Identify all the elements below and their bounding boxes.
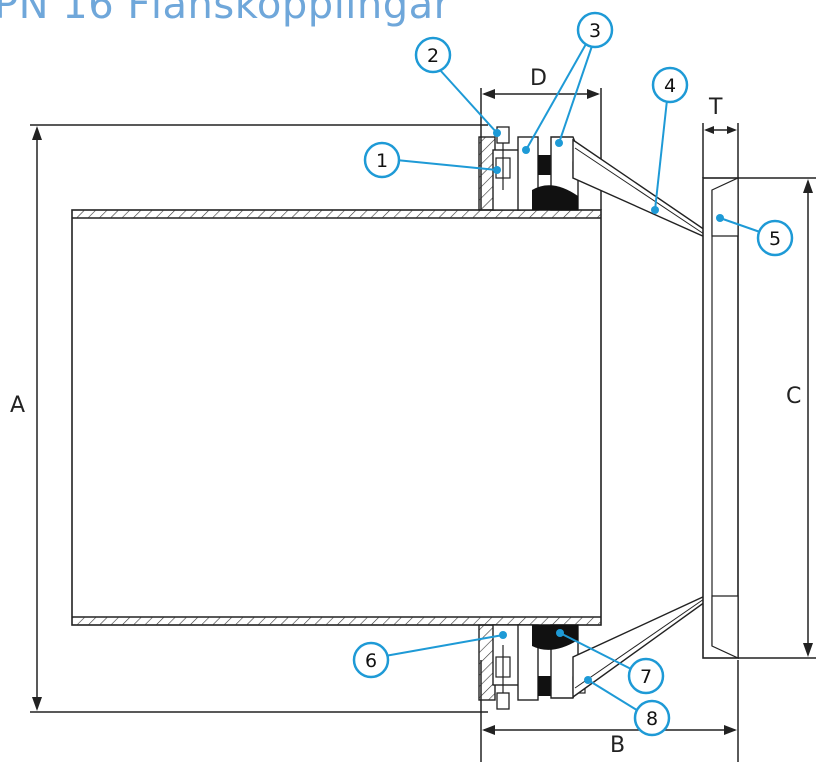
dimension-t-label: T xyxy=(708,95,723,120)
callout-5: 5 xyxy=(716,214,794,257)
callout-7: 7 xyxy=(556,629,665,695)
callout-3: 3 xyxy=(522,11,614,154)
end-flange xyxy=(702,177,739,659)
dimension-t: T xyxy=(702,95,739,178)
coupling-bottom xyxy=(478,594,706,710)
callout-3-label: 3 xyxy=(589,20,601,42)
pipe-wall-top xyxy=(72,210,601,218)
callout-4-label: 4 xyxy=(664,75,676,97)
callout-7-label: 7 xyxy=(640,666,652,688)
callout-1-label: 1 xyxy=(376,150,388,172)
callout-6-label: 6 xyxy=(365,650,377,672)
callout-8: 8 xyxy=(584,676,671,737)
dimension-d-label: D xyxy=(530,66,547,91)
dimension-c: C xyxy=(738,177,816,659)
dimension-c-label: C xyxy=(786,384,801,409)
callouts: 1 2 3 4 5 xyxy=(352,11,794,737)
callout-2: 2 xyxy=(414,36,501,137)
coupling-top xyxy=(478,126,706,239)
dimension-a-label: A xyxy=(10,393,25,418)
callout-6: 6 xyxy=(352,631,507,679)
callout-4: 4 xyxy=(651,66,689,214)
callout-8-label: 8 xyxy=(646,708,658,730)
callout-5-label: 5 xyxy=(769,228,781,250)
callout-1: 1 xyxy=(363,141,501,179)
dimension-b-label: B xyxy=(610,733,625,758)
pipe-wall-bottom xyxy=(72,617,601,625)
page-title: PN 16 Flanskopplingar xyxy=(0,0,451,28)
dimension-a: A xyxy=(10,124,488,713)
pipe xyxy=(71,209,602,626)
callout-2-label: 2 xyxy=(427,45,439,67)
